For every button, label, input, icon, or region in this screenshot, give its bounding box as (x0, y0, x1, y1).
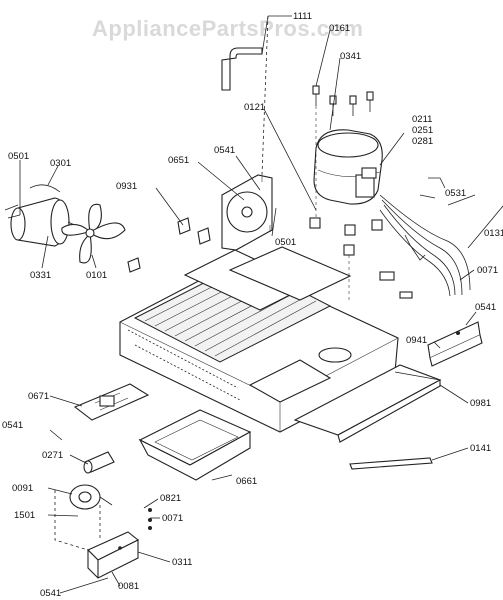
label-0541-top: 0541 (214, 145, 235, 156)
label-0671: 0671 (28, 391, 49, 402)
label-0101: 0101 (86, 270, 107, 281)
label-0141: 0141 (470, 443, 491, 454)
label-0281: 0281 (412, 136, 433, 147)
drain-pan (138, 409, 252, 481)
label-0941: 0941 (406, 335, 427, 346)
watermark-text: AppliancePartsPros.com (92, 16, 363, 41)
side-bracket (427, 321, 483, 367)
fan-blade (61, 203, 126, 264)
label-0311: 0311 (172, 557, 192, 568)
label-0501-mid: 0501 (275, 237, 296, 248)
wiring-harness (379, 177, 471, 299)
label-0541-bottom: 0541 (40, 588, 61, 599)
label-0541-right: 0541 (475, 302, 496, 313)
label-0071-bottom: 0071 (162, 513, 183, 524)
label-0541-left: 0541 (2, 420, 23, 431)
label-0071-right: 0071 (477, 265, 498, 276)
label-0161: 0161 (329, 23, 350, 34)
label-0211: 0211 (412, 114, 432, 125)
label-0091: 0091 (12, 483, 33, 494)
label-0651: 0651 (168, 155, 189, 166)
label-0251: 0251 (412, 125, 433, 136)
leader-lines (19, 15, 503, 594)
base-tray-assembly (119, 246, 399, 433)
label-0271: 0271 (42, 450, 63, 461)
label-0341: 0341 (340, 51, 361, 62)
label-0661: 0661 (236, 476, 257, 487)
label-0301: 0301 (50, 158, 71, 169)
condenser-tube (221, 47, 263, 91)
base-panel (293, 364, 442, 443)
fan-shroud (221, 174, 273, 251)
label-0931: 0931 (116, 181, 137, 192)
label-1111: 1111 (293, 11, 312, 22)
drain-tube (349, 457, 433, 470)
overload-relay (69, 484, 113, 510)
label-0081: 0081 (118, 581, 139, 592)
label-1501: 1501 (14, 510, 35, 521)
relay-box (87, 508, 152, 579)
part-labels: 1111 0161 0341 0121 0211 0251 0281 0501 … (2, 11, 503, 599)
compressor (309, 85, 383, 300)
label-0331: 0331 (30, 270, 51, 281)
label-0501-left: 0501 (8, 151, 29, 162)
label-0821: 0821 (160, 493, 181, 504)
label-0131: 0131 (484, 228, 503, 239)
drain-heater (73, 383, 150, 421)
label-0121: 0121 (244, 102, 265, 113)
label-0981: 0981 (470, 398, 491, 409)
capacitor (83, 451, 115, 474)
label-0531: 0531 (445, 188, 466, 199)
motor-brackets (127, 217, 211, 273)
